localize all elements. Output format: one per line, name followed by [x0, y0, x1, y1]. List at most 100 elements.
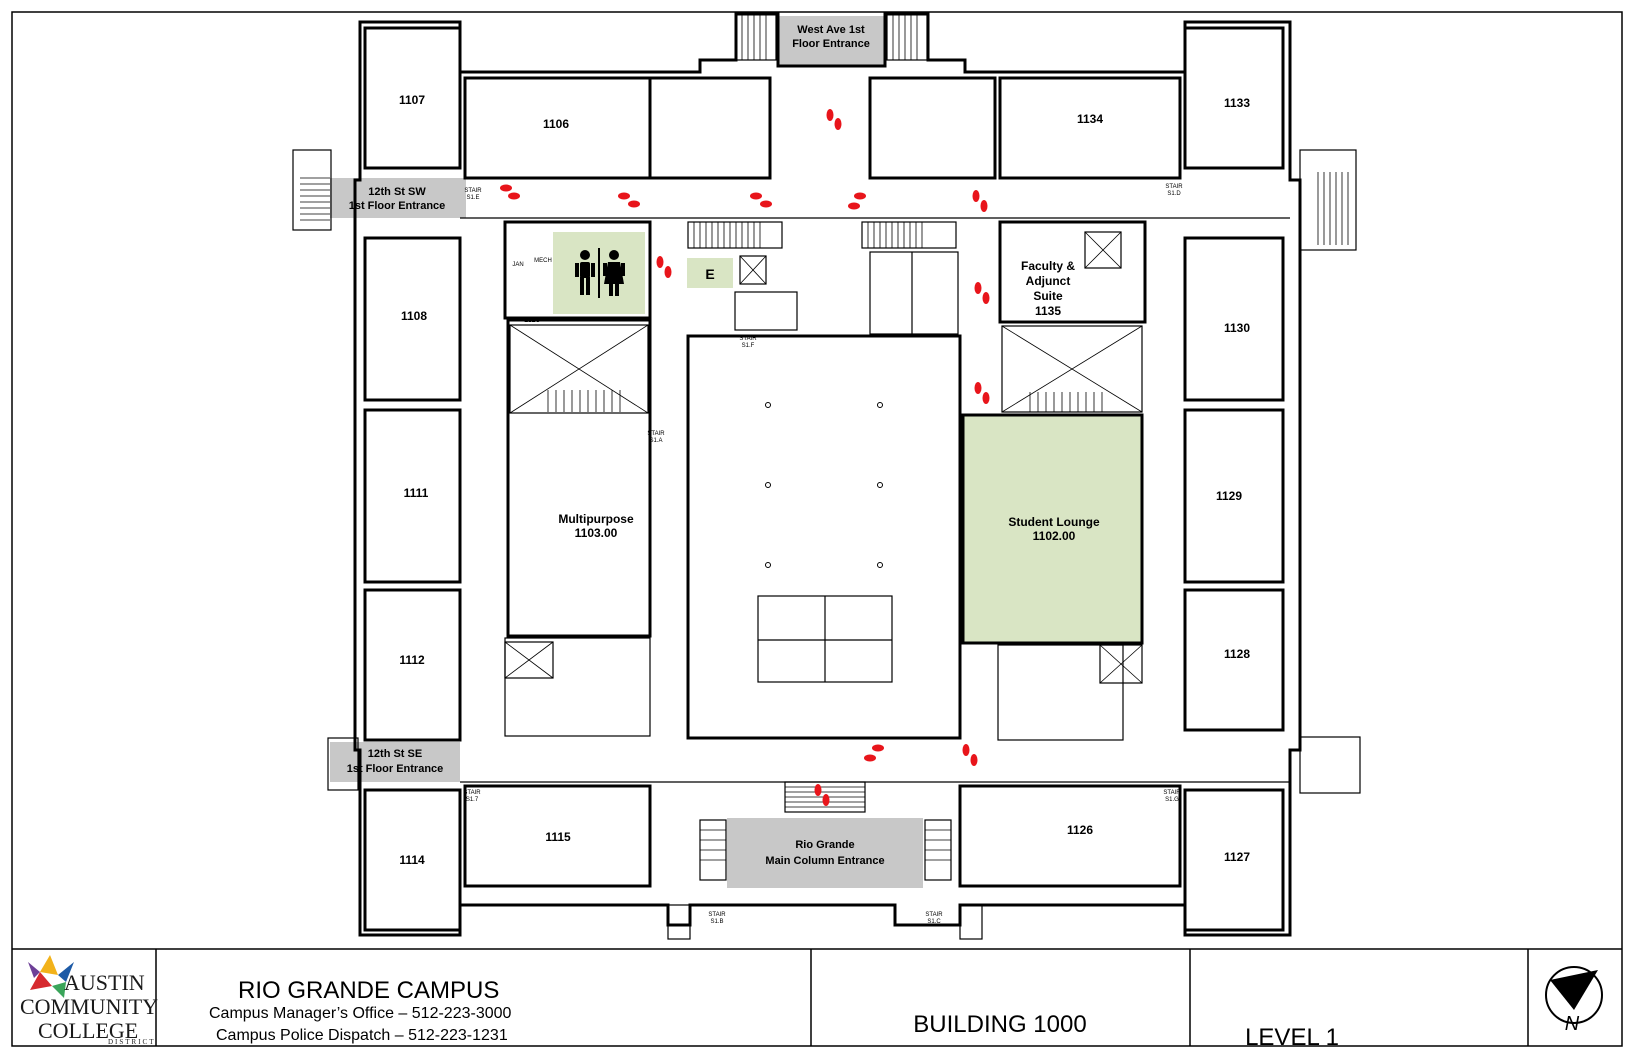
- room-1133[interactable]: [1183, 26, 1285, 170]
- atrium-north-stairs: [687, 221, 957, 249]
- main-entrance-stairs: [699, 781, 952, 881]
- faculty-label-1: Faculty &: [1021, 259, 1075, 273]
- room-1114[interactable]: [363, 788, 462, 932]
- restroom-block: [503, 220, 652, 320]
- footprint-icon: [972, 190, 988, 212]
- atrium-columns: [765, 402, 883, 568]
- room-1133-label: 1133: [1224, 96, 1250, 110]
- restroom-icon[interactable]: [575, 248, 625, 298]
- faculty-label-4: 1135: [1035, 304, 1061, 318]
- room-1111[interactable]: [363, 408, 462, 584]
- room-1130[interactable]: [1183, 236, 1285, 402]
- student-lounge-area[interactable]: [963, 415, 1142, 643]
- room-1134-label: 1134: [1077, 112, 1103, 126]
- multipurpose-stair: [547, 390, 621, 412]
- north-entrance-stairs: [735, 13, 928, 61]
- stair-label: STAIR: [464, 188, 482, 194]
- multipurpose-label-1: Multipurpose: [558, 512, 634, 526]
- se-entrance-box[interactable]: [330, 742, 460, 782]
- stair-label: STAIR: [463, 790, 481, 796]
- stair-label: S1.C: [927, 919, 941, 925]
- stair-label: S1.A: [649, 438, 662, 444]
- footprint-icon: [974, 382, 990, 404]
- central-atrium: [686, 334, 962, 740]
- north-arrow-icon: N: [1545, 966, 1603, 1035]
- logo-college: COLLEGE: [38, 1018, 138, 1043]
- room-1127[interactable]: [1183, 788, 1285, 932]
- room-1108[interactable]: [363, 236, 462, 402]
- stair-label: STAIR: [925, 912, 943, 918]
- room-1129-label: 1129: [1216, 489, 1242, 503]
- sw-entrance-box[interactable]: [330, 178, 466, 218]
- stair-label: S1.B: [710, 919, 723, 925]
- room-1115[interactable]: [463, 784, 652, 888]
- lounge-service-rooms: [997, 644, 1124, 741]
- floor-plan: [292, 12, 1361, 940]
- logo-community: COMMUNITY: [20, 994, 158, 1019]
- room-1115-label: 1115: [545, 830, 571, 844]
- room-1112[interactable]: [363, 588, 462, 742]
- room-1111-label: 1111: [404, 486, 429, 500]
- faculty-stair: [1029, 392, 1103, 412]
- sw-lower-bump: [327, 737, 359, 791]
- north-service-rooms: [869, 251, 959, 335]
- sw-stair-treads: [300, 177, 330, 221]
- room-1128[interactable]: [1183, 588, 1285, 732]
- acc-logo: AUSTIN COMMUNITY COLLEGE DISTRICT: [20, 955, 158, 1046]
- campus-manager-phone[interactable]: Campus Manager’s Office – 512-223-3000: [209, 1005, 512, 1022]
- stair-label: S1.7: [466, 797, 479, 803]
- ne-stair-bump: [1299, 149, 1357, 251]
- sw-entrance-label-2: 1st Floor Entrance: [349, 200, 446, 212]
- campus-police-phone[interactable]: Campus Police Dispatch – 512-223-1231: [216, 1027, 508, 1044]
- footprint-icon: [656, 256, 672, 278]
- footprint-icon: [848, 192, 866, 210]
- room-north-small[interactable]: [648, 76, 772, 180]
- stair-label: STAIR: [1163, 790, 1181, 796]
- level-number: LEVEL 1: [1245, 1024, 1339, 1051]
- west-ave-entrance-box[interactable]: [778, 16, 885, 66]
- stair-label: S1.E: [466, 195, 479, 201]
- room-1135[interactable]: [998, 220, 1147, 324]
- room-1126[interactable]: [958, 784, 1182, 888]
- multipurpose-service-rooms: [504, 637, 651, 737]
- faculty-mech: [1084, 231, 1122, 269]
- lounge-label-2: 1102.00: [1033, 529, 1076, 543]
- room-1129[interactable]: [1183, 408, 1285, 584]
- footprint-icon: [814, 784, 830, 806]
- main-entrance-box[interactable]: [727, 818, 923, 888]
- room-1126-label: 1126: [1067, 823, 1093, 837]
- multipurpose-shaft: [509, 324, 649, 414]
- elevator-area[interactable]: [687, 258, 733, 288]
- west-ave-entrance-label-1: West Ave 1st: [797, 24, 865, 36]
- elec-label: ELEC: [524, 318, 540, 324]
- se-stair-bump: [1299, 736, 1361, 794]
- room-1107[interactable]: [363, 26, 462, 170]
- se-entrance-label-1: 12th St SE: [368, 748, 422, 760]
- room-1114-label: 1114: [399, 853, 425, 867]
- main-entrance-label-1: Rio Grande: [795, 839, 854, 851]
- lounge-shaft: [1099, 644, 1143, 684]
- main-entrance-label-2: Main Column Entrance: [765, 855, 884, 867]
- room-north-small-east[interactable]: [868, 76, 997, 180]
- logo-austin: AUSTIN: [64, 970, 145, 995]
- room-1107-label: 1107: [399, 93, 425, 107]
- janitor-label: JAN: [512, 262, 523, 268]
- sw-stair-bump: [292, 149, 332, 231]
- room-1103[interactable]: [506, 318, 652, 638]
- room-1112-label: 1112: [399, 653, 425, 667]
- north-label: N: [1565, 1013, 1580, 1035]
- footprint-icon: [962, 744, 978, 766]
- building-number: BUILDING 1000: [913, 1011, 1086, 1038]
- room-1130-label: 1130: [1224, 321, 1250, 335]
- room-1102[interactable]: [961, 413, 1144, 645]
- room-1106-label: 1106: [543, 117, 569, 131]
- campus-title: RIO GRANDE CAMPUS: [238, 977, 499, 1004]
- multipurpose-label-2: 1103.00: [575, 526, 618, 540]
- ne-stair-treads: [1317, 172, 1349, 245]
- elevator-shaft: [739, 255, 767, 285]
- logo-district: DISTRICT: [108, 1038, 156, 1046]
- faculty-label-2: Adjunct: [1026, 274, 1071, 288]
- room-1134[interactable]: [998, 76, 1182, 180]
- stair-label: STAIR: [1165, 184, 1183, 190]
